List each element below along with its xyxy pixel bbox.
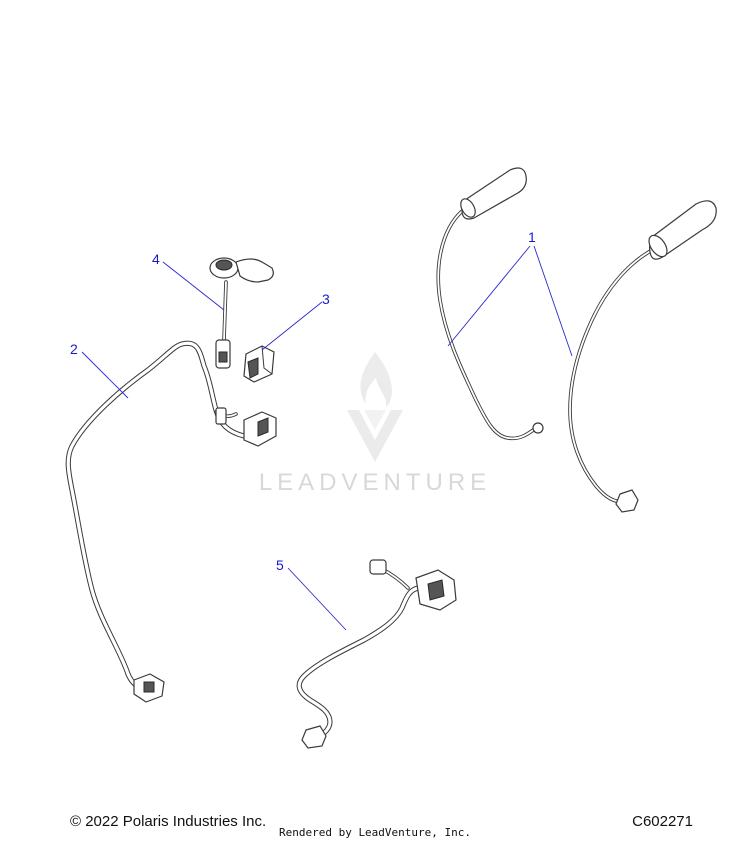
part-3-connector[interactable] bbox=[243, 345, 275, 383]
callout-3[interactable]: 3 bbox=[261, 291, 330, 351]
callout-1[interactable]: 1 bbox=[447, 229, 573, 357]
callout-4[interactable]: 4 bbox=[152, 251, 225, 311]
part-1-grip-heater-right[interactable] bbox=[568, 200, 717, 513]
leadventure-watermark: LEADVENTURE bbox=[259, 352, 491, 496]
part-2-harness[interactable] bbox=[65, 340, 277, 703]
watermark-text: LEADVENTURE bbox=[259, 469, 491, 496]
part-5-harness[interactable] bbox=[296, 559, 457, 749]
copyright-text: © 2022 Polaris Industries Inc. bbox=[70, 813, 267, 830]
figure-code: C602271 bbox=[632, 813, 693, 830]
callout-label: 3 bbox=[322, 291, 330, 307]
part-1-grip-heater-left[interactable] bbox=[436, 167, 544, 441]
callout-label: 5 bbox=[276, 557, 284, 573]
callout-label: 1 bbox=[528, 229, 536, 245]
callout-2[interactable]: 2 bbox=[70, 341, 129, 399]
callout-label: 2 bbox=[70, 341, 78, 357]
callout-5[interactable]: 5 bbox=[276, 557, 347, 631]
flame-logo-icon bbox=[347, 352, 403, 462]
part-4-switch[interactable] bbox=[209, 257, 274, 369]
rendered-by-text: Rendered by LeadVenture, Inc. bbox=[278, 826, 472, 839]
callout-label: 4 bbox=[152, 251, 160, 267]
